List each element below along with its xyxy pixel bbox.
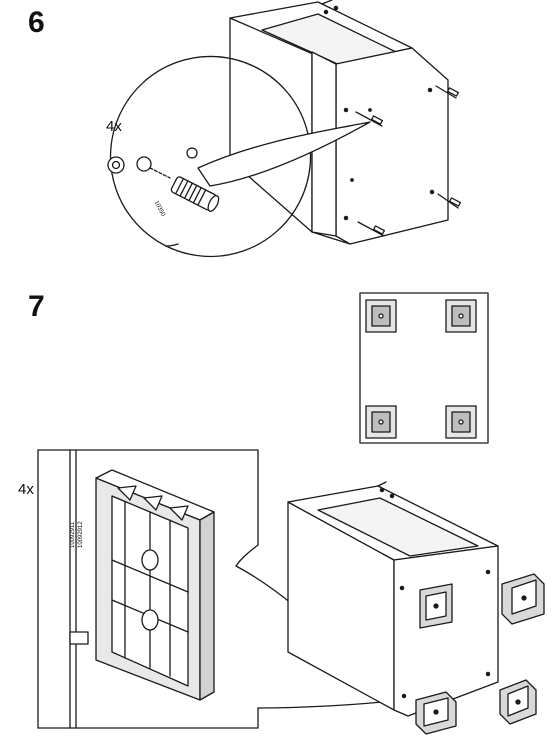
step-7-bracket-detail — [95, 469, 401, 709]
step-6-dowels — [355, 85, 462, 237]
foot-bracket-bottom-right — [445, 405, 477, 439]
step-7-bottom-view — [359, 292, 489, 444]
loose-foot-bracket-2 — [499, 679, 537, 725]
step-6-number: 6 — [28, 6, 45, 39]
step-6-detail-callout — [107, 55, 371, 258]
step-6-quantity: 4x — [106, 118, 122, 135]
foot-bracket-bottom-left — [365, 405, 397, 439]
foot-bracket-top-left — [365, 299, 397, 333]
step-7-quantity: 4x — [18, 481, 34, 498]
loose-foot-bracket-3 — [415, 691, 457, 735]
foot-bracket-top-right — [445, 299, 477, 333]
step-7-detail-panel — [37, 449, 259, 729]
step-7-cabinet — [287, 481, 499, 717]
step-7-number: 7 — [28, 290, 45, 323]
step-6-cabinet — [229, 0, 449, 245]
loose-foot-bracket-1 — [501, 573, 545, 625]
